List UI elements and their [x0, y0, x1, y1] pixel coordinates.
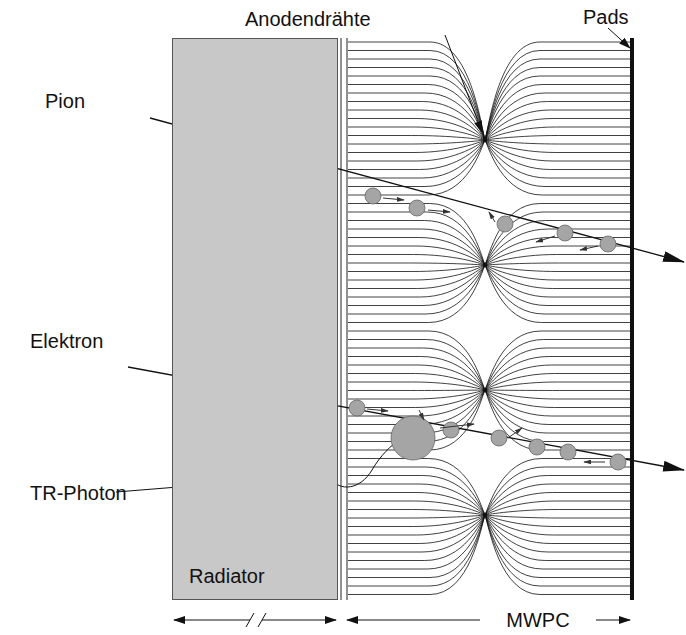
leader-line — [445, 35, 482, 132]
dimension-label: MWPC — [506, 609, 569, 631]
anode-wire — [483, 388, 487, 392]
radiator-block: Radiator — [172, 38, 338, 600]
anode-wire — [483, 263, 487, 267]
ionization-clusters — [349, 400, 626, 470]
pad-plane — [630, 38, 634, 600]
node-label: Radiator — [189, 565, 265, 587]
leader-line — [608, 28, 630, 48]
pad-label: Pads — [583, 6, 629, 28]
anode-wire — [483, 513, 487, 517]
anode-wire — [483, 138, 487, 142]
electron-label: Elektron — [30, 330, 103, 352]
field-lines — [348, 42, 630, 595]
photon-label: TR-Photon — [30, 482, 127, 504]
cathode-line — [341, 38, 342, 600]
pion-label: Pion — [45, 90, 85, 112]
cathode-line — [347, 38, 348, 600]
drift-arrows — [383, 198, 598, 250]
anode-wire-label: Anodendrähte — [245, 8, 371, 30]
ionization-clusters — [365, 188, 616, 252]
drift-arrows — [367, 409, 605, 462]
